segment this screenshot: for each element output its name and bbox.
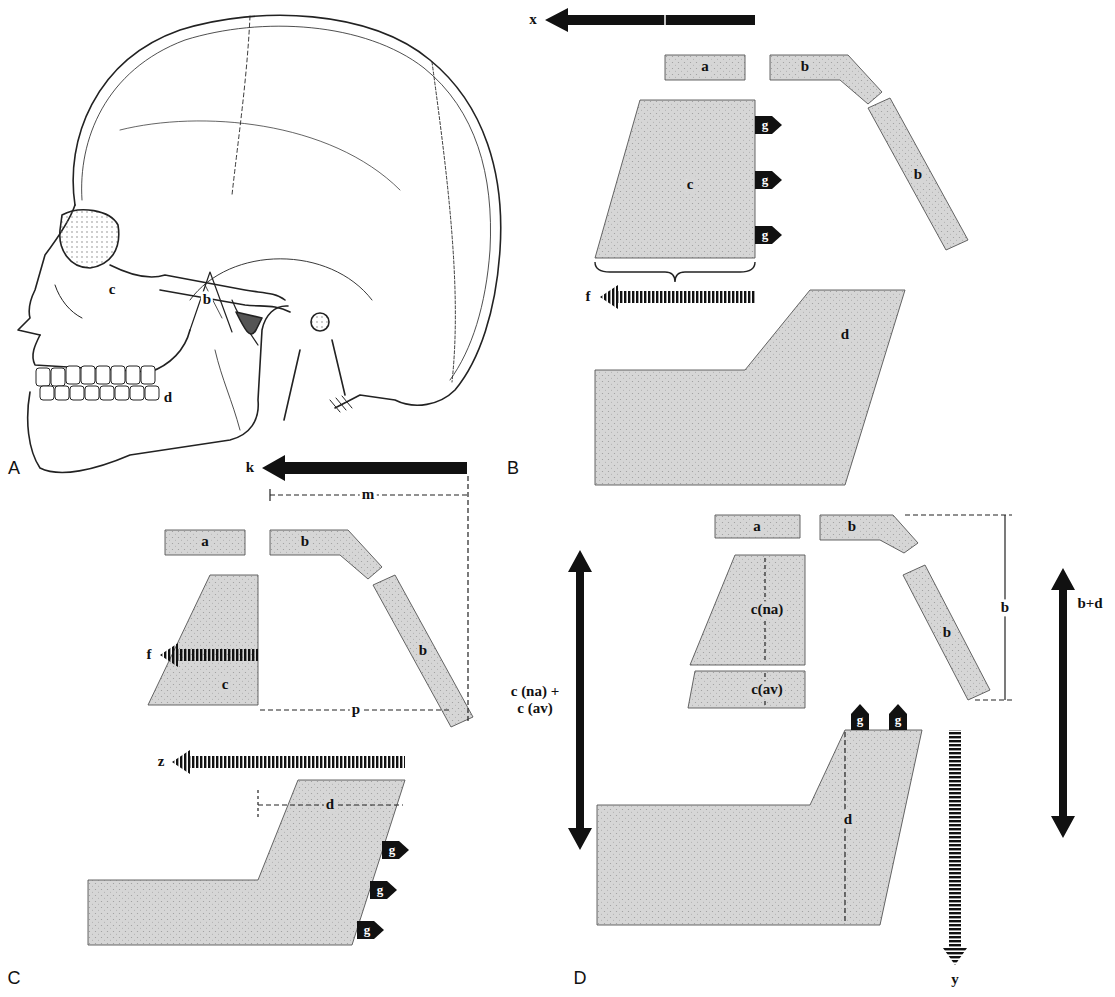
block-shape (595, 290, 905, 485)
block-letter: a (199, 533, 211, 550)
block-shape (770, 55, 882, 104)
vector-label: f (145, 646, 154, 663)
block-letter: b (941, 624, 953, 641)
block-letter: b (299, 533, 311, 550)
part-letter: c (107, 281, 118, 298)
block-shape (715, 515, 800, 538)
panel-letter: D (574, 968, 587, 989)
block-outline (770, 55, 882, 104)
bone-block: b (373, 575, 473, 727)
block-shape (595, 100, 755, 258)
block-outline (148, 575, 258, 705)
block-shape (165, 530, 245, 555)
block-shape (690, 555, 805, 665)
block-letter: b (846, 518, 858, 535)
growth-label: g (762, 118, 769, 133)
part-letter: d (162, 389, 174, 406)
part-letter: b (201, 291, 213, 308)
block-shape (820, 515, 918, 553)
bone-block: c (148, 575, 258, 705)
dimension-label: p (350, 701, 362, 718)
bone-block: b (868, 98, 968, 250)
block-letter: a (699, 58, 711, 75)
block-letter: c (685, 176, 696, 193)
bone-block: c(na) (690, 555, 805, 665)
dimension-label: c (na) + c (av) (507, 683, 563, 718)
block-shape (597, 730, 922, 925)
vector-label: k (244, 459, 256, 476)
bone-block: b (903, 565, 990, 700)
block-letter: d (842, 811, 854, 828)
block-shape (868, 98, 968, 250)
vector-label: y (949, 971, 961, 988)
dimension-label: b (999, 599, 1011, 616)
block-outline (270, 530, 382, 579)
block-letter: d (324, 796, 336, 813)
bone-block: a (715, 515, 800, 538)
block-outline (820, 515, 918, 553)
block-letter: d (839, 326, 851, 343)
panel-letter: A (8, 458, 20, 479)
block-letter: c(na) (749, 601, 786, 618)
block-outline (595, 290, 905, 485)
block-shape (665, 55, 745, 80)
growth-label: g (762, 173, 769, 188)
block-letter: c (220, 676, 231, 693)
growth-label: g (857, 713, 864, 728)
block-letter: c(av) (749, 681, 785, 698)
growth-label: g (389, 843, 396, 858)
bone-block: d (595, 290, 905, 485)
vector-label: z (156, 753, 167, 770)
vector-label: f (584, 288, 593, 305)
bone-block: b (770, 55, 882, 104)
bone-block: b (820, 515, 918, 553)
block-shape (88, 780, 405, 945)
dimension-label: b+d (1075, 595, 1104, 612)
bone-block: b (270, 530, 382, 579)
block-outline (595, 100, 755, 258)
block-letter: b (799, 58, 811, 75)
block-shape (270, 530, 382, 579)
bone-block: c (595, 100, 755, 258)
block-shape (373, 575, 473, 727)
block-outline (690, 555, 805, 665)
vector-label: x (527, 11, 539, 28)
block-shape (903, 565, 990, 700)
block-letter: b (912, 166, 924, 183)
block-shape (688, 671, 805, 708)
growth-label: g (762, 228, 769, 243)
block-letter: a (751, 518, 763, 535)
block-shape (148, 575, 258, 705)
bone-block: a (665, 55, 745, 80)
dimension-label: m (360, 486, 377, 503)
block-outline (688, 671, 805, 708)
block-outline (597, 730, 922, 925)
bone-block: a (165, 530, 245, 555)
panel-letter: B (507, 458, 519, 479)
growth-label: g (895, 713, 902, 728)
bone-block: d (597, 730, 922, 925)
block-letter: b (417, 642, 429, 659)
bone-block: c(av) (688, 671, 805, 708)
growth-label: g (377, 883, 384, 898)
panel-letter: C (8, 968, 21, 989)
growth-label: g (364, 923, 371, 938)
